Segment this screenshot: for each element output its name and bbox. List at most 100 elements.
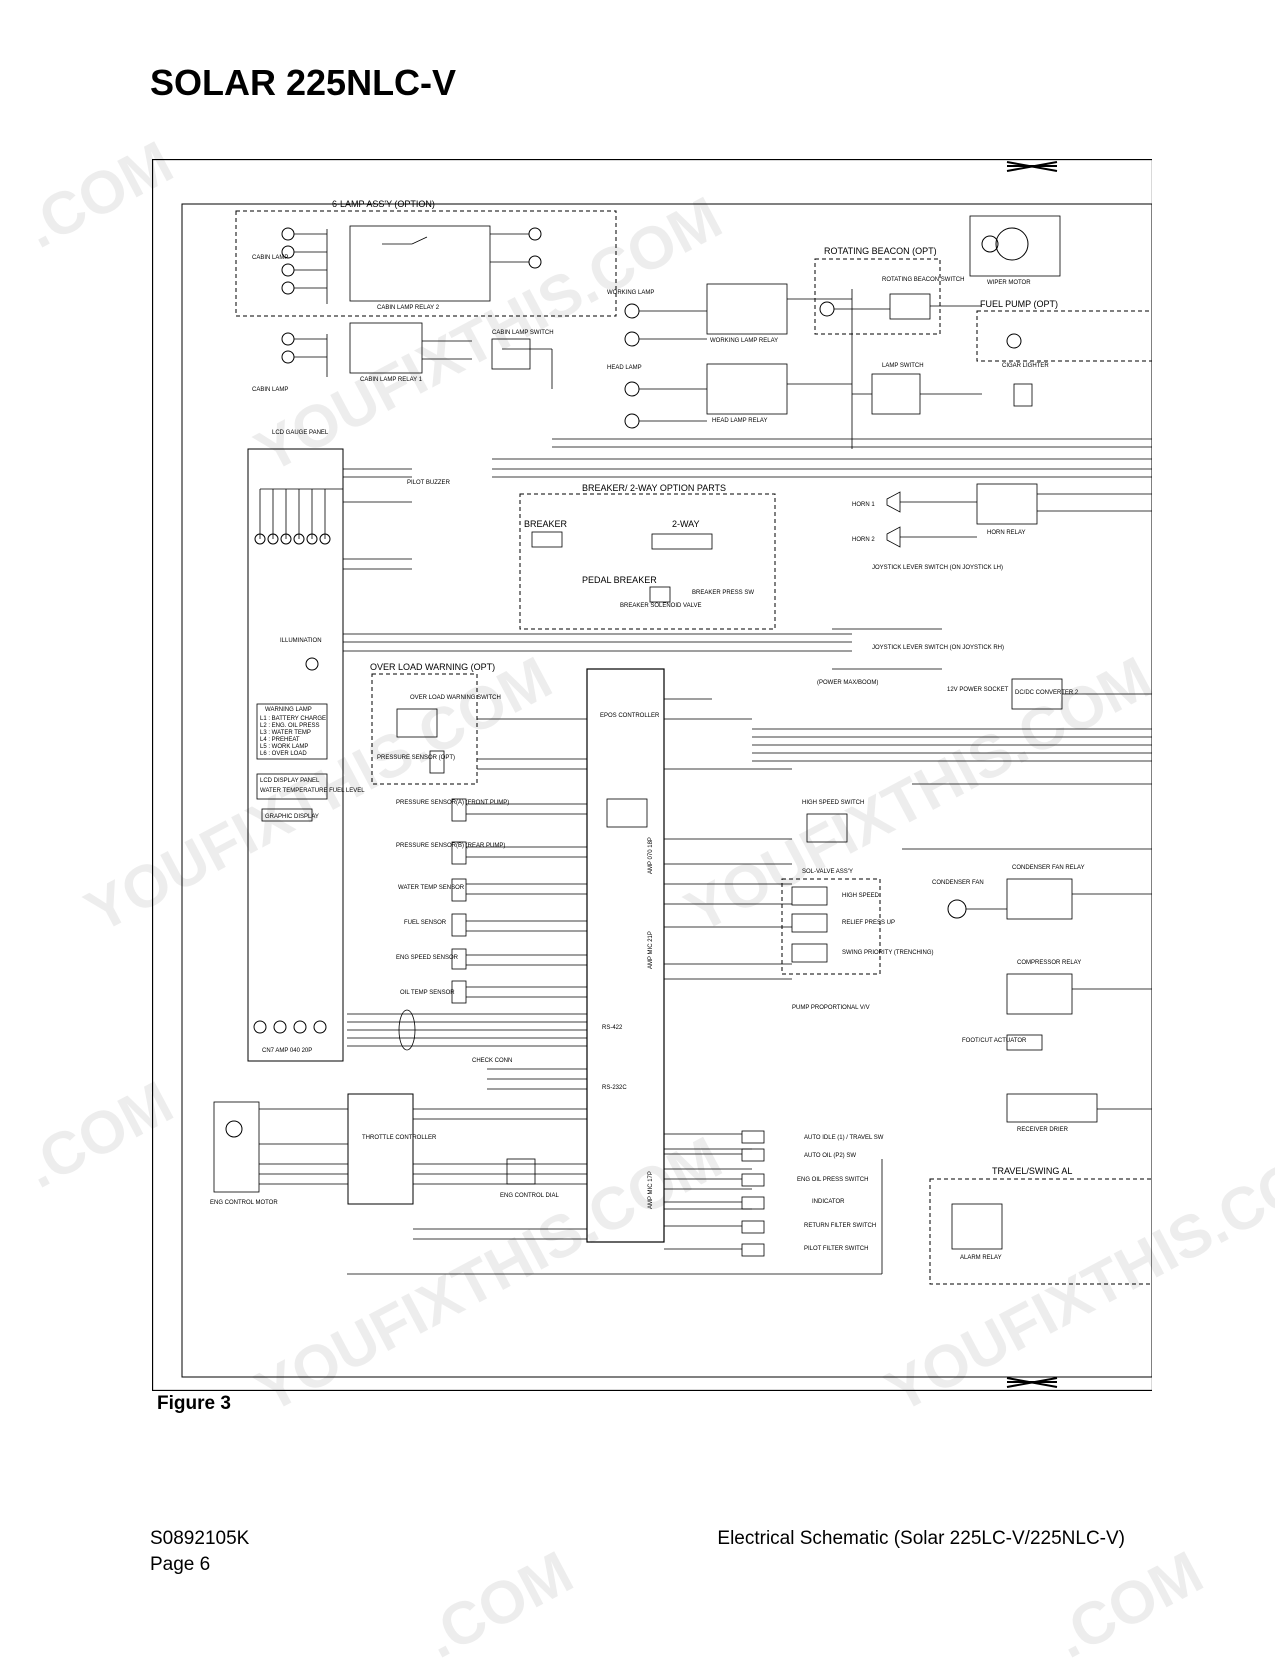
relief-press-label: RELIEF PRESS UP	[842, 920, 895, 926]
comm-block: RS-422 CHECK CONN RS-232C	[347, 1009, 627, 1091]
amp-mic-21-label: AMP MIC 21P	[648, 931, 654, 969]
cabin-lamp-switch-label: CABIN LAMP SWITCH	[492, 330, 554, 336]
throttle-label: THROTTLE CONTROLLER	[362, 1135, 437, 1141]
cabin-lamp-relay-1-label: CABIN LAMP RELAY 1	[360, 377, 423, 383]
head-lamp-label: HEAD LAMP	[607, 365, 642, 371]
watermark: .COM	[413, 1538, 584, 1671]
sensors-block: PRESSURE SENSOR(A) (FRONT PUMP) PRESSURE…	[396, 718, 587, 1004]
pressure-sensor-a-label: PRESSURE SENSOR(A) (FRONT PUMP)	[396, 800, 509, 806]
return-filter-label: RETURN FILTER SWITCH	[804, 1223, 876, 1229]
graphic-display-label: GRAPHIC DISPLAY	[265, 814, 319, 820]
high-speed-switch-label: HIGH SPEED SWITCH	[802, 800, 864, 806]
amp-mic-17-label: AMP MIC 17P	[648, 1171, 654, 1209]
rotating-beacon-switch-label: ROTATING BEACON SWITCH	[882, 277, 964, 283]
bottom-switches: AUTO IDLE (1) / TRAVEL SW AUTO OIL (P2) …	[347, 1130, 884, 1275]
pilot-filter-label: PILOT FILTER SWITCH	[804, 1246, 868, 1252]
cabin-lamp-label: CABIN LAMP	[252, 255, 288, 261]
six-lamp-label: 6-LAMP ASS'Y (OPTION)	[332, 199, 435, 209]
cn7-amp-label: CN7 AMP 040 20P	[262, 1048, 312, 1054]
warning-item-4: L4 : PREHEAT	[260, 737, 300, 743]
lamp-switch-label: LAMP SWITCH	[882, 363, 924, 369]
sol-valve-block: SOL-VALVE ASS'Y HIGH SPEED RELIEF PRESS …	[781, 800, 934, 1011]
break-mark-bottom	[1006, 1377, 1058, 1388]
page-title: SOLAR 225NLC-V	[150, 62, 457, 103]
eng-control-motor-label: ENG CONTROL MOTOR	[210, 1200, 278, 1206]
wiper-fuel-block: WIPER MOTOR FUEL PUMP (OPT) CIGAR LIGHTE…	[969, 215, 1153, 407]
two-way-label: 2-WAY	[672, 519, 700, 529]
page-number: Page 6	[150, 1554, 211, 1575]
condenser-fan-label: CONDENSER FAN	[932, 880, 984, 886]
power-max-label: (POWER MAX/BOOM)	[817, 680, 878, 686]
breaker-label: BREAKER	[524, 519, 568, 529]
watermark: .COM	[1043, 1538, 1214, 1671]
horn-joystick-block: HORN 1 HORN 2 HORN RELAY JOYSTICK LEVER …	[817, 483, 1152, 710]
working-head-lamps: WORKING LAMP WORKING LAMP RELAY HEAD LAM…	[607, 283, 853, 449]
horn-1-label: HORN 1	[852, 502, 875, 508]
pedal-breaker-label: PEDAL BREAKER	[582, 575, 657, 585]
horn-relay-label: HORN RELAY	[987, 530, 1026, 536]
cabin-lamp-relay-2-label: CABIN LAMP RELAY 2	[377, 305, 440, 311]
check-conn-label: CHECK CONN	[472, 1058, 512, 1064]
warning-lamp-label: WARNING LAMP	[265, 707, 312, 713]
head-lamp-relay-label: HEAD LAMP RELAY	[712, 418, 767, 424]
doc-title: Electrical Schematic (Solar 225LC-V/225N…	[717, 1528, 1125, 1549]
fuel-pump-label: FUEL PUMP (OPT)	[980, 299, 1058, 309]
six-lamp-block: 6-LAMP ASS'Y (OPTION) CABIN LAMP CABIN L…	[235, 199, 617, 317]
eng-speed-sensor-label: ENG SPEED SENSOR	[396, 955, 459, 961]
warning-item-3: L3 : WATER TEMP	[260, 730, 311, 736]
water-temp-fuel-label: WATER TEMPERATURE FUEL LEVEL	[260, 788, 365, 794]
oil-temp-sensor-label: OIL TEMP SENSOR	[400, 990, 455, 996]
overload-label: OVER LOAD WARNING (OPT)	[370, 662, 495, 672]
epos-label: EPOS CONTROLLER	[600, 713, 660, 719]
rs232-label: RS-232C	[602, 1085, 627, 1091]
twelve-v-socket-label: 12V POWER SOCKET	[947, 687, 1009, 693]
working-lamp-relay-label: WORKING LAMP RELAY	[710, 338, 778, 344]
wiper-motor-label: WIPER MOTOR	[987, 280, 1031, 286]
compressor-relay-label: COMPRESSOR RELAY	[1017, 960, 1081, 966]
cabin-lamp-label: CABIN LAMP	[252, 387, 288, 393]
warning-item-6: L6 : OVER LOAD	[260, 751, 307, 757]
condenser-fan-relay-label: CONDENSER FAN RELAY	[1012, 865, 1085, 871]
overload-switch-label: OVER LOAD WARNING SWITCH	[410, 695, 501, 701]
epos-controller: EPOS CONTROLLER AMP 070 18P AMP MIC 21P …	[586, 668, 792, 1243]
bus-lines-middle	[752, 728, 1152, 850]
pilot-buzzer-label: PILOT BUZZER	[407, 480, 451, 486]
breaker-parts-label: BREAKER/ 2-WAY OPTION PARTS	[582, 483, 726, 493]
warning-item-1: L1 : BATTERY CHARGE	[260, 716, 326, 722]
swing-priority-label: SWING PRIORITY (TRENCHING)	[842, 950, 934, 956]
travel-swing-label: TRAVEL/SWING AL	[992, 1166, 1072, 1176]
high-speed-label: HIGH SPEED	[842, 893, 880, 899]
rotating-beacon-label: ROTATING BEACON (OPT)	[824, 246, 937, 256]
lcd-gauge-label: LCD GAUGE PANEL	[272, 430, 329, 436]
bus-lines-upper	[492, 438, 1152, 478]
cigar-lighter-label: CIGAR LIGHTER	[1002, 363, 1049, 369]
condenser-block: CONDENSER FAN CONDENSER FAN RELAY COMPRE…	[932, 865, 1152, 1133]
throttle-block: ENG CONTROL MOTOR THROTTLE CONTROLLER EN…	[210, 1093, 587, 1240]
foot-cut-label: FOOT/CUT ACTUATOR	[962, 1038, 1027, 1044]
lcd-display-label: LCD DISPLAY PANEL	[260, 778, 320, 784]
schematic-svg: 6-LAMP ASS'Y (OPTION) CABIN LAMP CABIN L…	[151, 158, 1154, 1392]
travel-swing-block: TRAVEL/SWING AL ALARM RELAY	[929, 1166, 1153, 1285]
illumination-label: ILLUMINATION	[280, 638, 322, 644]
horn-2-label: HORN 2	[852, 537, 875, 543]
rotating-beacon-block: ROTATING BEACON (OPT) ROTATING BEACON SW…	[814, 246, 982, 415]
dc-converter-label: DC/DC CONVERTER 2	[1015, 690, 1079, 696]
joystick-lh-label: JOYSTICK LEVER SWITCH (ON JOYSTICK LH)	[872, 565, 1003, 571]
schematic-figure: 6-LAMP ASS'Y (OPTION) CABIN LAMP CABIN L…	[151, 158, 1154, 1392]
water-temp-sensor-label: WATER TEMP SENSOR	[398, 885, 465, 891]
warning-item-2: L2 : ENG. OIL PRESS	[260, 723, 319, 729]
sol-valve-label: SOL-VALVE ASS'Y	[802, 869, 853, 875]
pressure-sensor-opt-label: PRESSURE SENSOR (OPT)	[377, 755, 455, 761]
breaker-block: BREAKER/ 2-WAY OPTION PARTS BREAKER 2-WA…	[519, 483, 776, 630]
auto-idle-label: AUTO IDLE (1) / TRAVEL SW	[804, 1135, 884, 1141]
receiver-drier-label: RECEIVER DRIER	[1017, 1127, 1069, 1133]
alarm-relay-label: ALARM RELAY	[960, 1255, 1002, 1261]
breaker-press-sw-label: BREAKER PRESS SW	[692, 590, 754, 596]
breaker-valve-label: BREAKER SOLENOID VALVE	[620, 603, 701, 609]
overload-block: OVER LOAD WARNING (OPT) OVER LOAD WARNIN…	[370, 662, 501, 785]
eng-oil-press-switch-label: ENG OIL PRESS SWITCH	[797, 1177, 868, 1183]
pump-prop-label: PUMP PROPORTIONAL V/V	[792, 1005, 870, 1011]
figure-caption: Figure 3	[157, 1393, 231, 1414]
break-mark-top	[1006, 161, 1058, 172]
lcd-gauge-panel: LCD GAUGE PANEL ILLUMINATION WARNING LAM…	[247, 430, 852, 1062]
